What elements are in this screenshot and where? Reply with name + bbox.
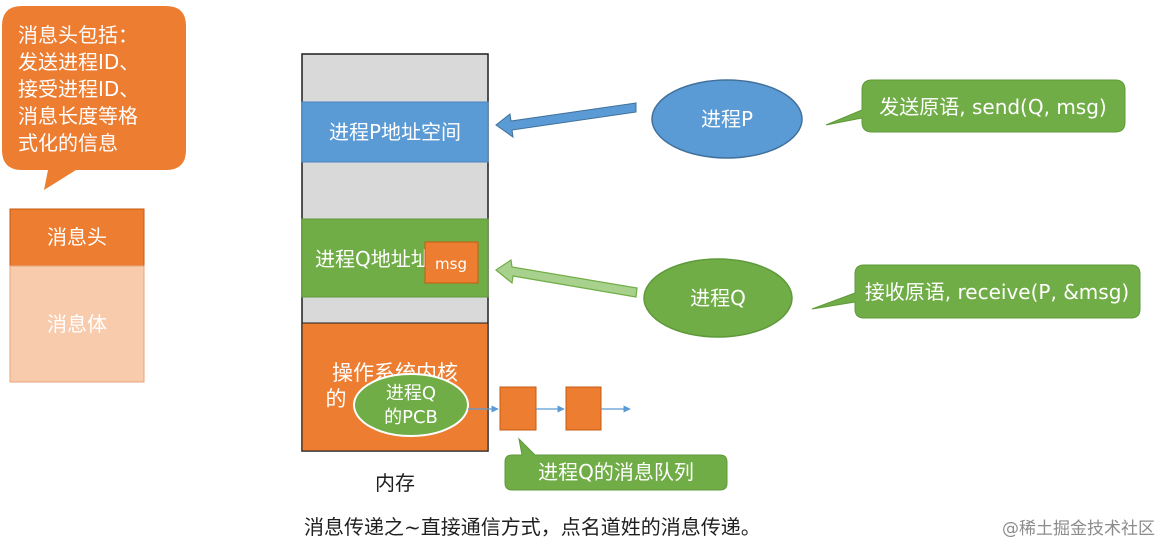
message-structure: 消息头 消息体: [9, 208, 145, 383]
process-p-space-label: 进程P地址空间: [329, 120, 461, 144]
queue-callout: [504, 437, 728, 491]
process-q-label: 进程Q: [690, 286, 746, 310]
msg-buffer: [424, 241, 479, 284]
process-q-ellipse: [643, 258, 793, 338]
process-q-space-label: 进程Q地址址: [315, 247, 431, 271]
send-primitive-label: 发送原语, send(Q, msg): [879, 95, 1106, 119]
message-body-block: [9, 265, 145, 383]
memory-caption: 内存: [375, 471, 415, 495]
queue-label: 进程Q的消息队列: [538, 460, 694, 484]
send-primitive-callout: [825, 79, 1126, 133]
message-header-block: [9, 208, 145, 267]
receive-arrow: [494, 258, 638, 298]
process-p-ellipse: [651, 79, 803, 159]
callout-line-2: 发送进程ID、: [18, 50, 139, 74]
receive-primitive-callout: [811, 264, 1141, 319]
kernel-label-line-2: 的: [326, 387, 347, 411]
queue-message-2: [565, 386, 602, 431]
callout-line-1: 消息头包括：: [18, 23, 138, 47]
callout-line-5: 式化的信息: [18, 131, 118, 155]
pcb-ellipse: [353, 373, 469, 437]
pcb-label-line-2: 的PCB: [384, 407, 438, 428]
process-p-address-space: [301, 101, 489, 163]
callout-line-4: 消息长度等格: [18, 104, 138, 128]
message-body-label: 消息体: [47, 312, 107, 336]
process-p: 进程P 发送原语, send(Q, msg): [651, 79, 1126, 159]
message-header-callout: 消息头包括： 发送进程ID、 接受进程ID、 消息长度等格 式化的信息: [2, 6, 186, 190]
send-arrow-shape: [495, 102, 637, 139]
callout-line-3: 接受进程ID、: [18, 77, 139, 101]
msg-label: msg: [435, 255, 467, 273]
bottom-caption: 消息传递之~直接通信方式，点名道姓的消息传递。: [304, 515, 761, 539]
send-arrow: [495, 102, 637, 139]
receive-arrow-shape: [494, 258, 638, 298]
pcb-label-line-1: 进程Q: [386, 383, 436, 404]
process-q-pcb: 进程Q 的PCB: [353, 373, 469, 437]
svg-text:消息头包括： 发送进程ID、 接受进: 消息头包括： 发送进程ID、 接受进程ID、 消息长度等格 式化的信息: [18, 23, 146, 155]
message-header-label: 消息头: [47, 225, 107, 249]
queue-message-1: [499, 386, 537, 431]
process-p-label: 进程P: [701, 107, 753, 131]
message-queue: 进程Q的消息队列: [468, 386, 728, 491]
receive-primitive-label: 接收原语, receive(P, &msg): [865, 280, 1129, 304]
watermark: @稀土掘金技术社区: [1002, 519, 1155, 539]
process-q: 进程Q 接收原语, receive(P, &msg): [643, 258, 1141, 338]
